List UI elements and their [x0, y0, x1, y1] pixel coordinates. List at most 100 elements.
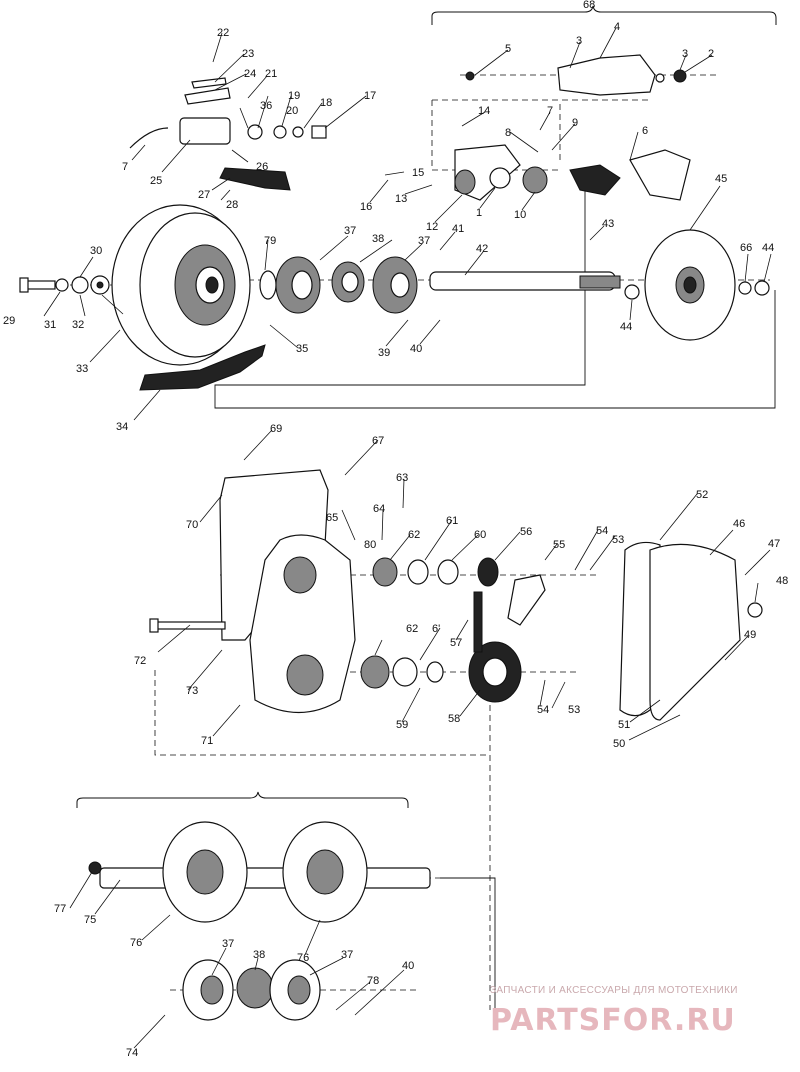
- callout-17: 17: [364, 90, 376, 102]
- callout-19: 19: [288, 90, 300, 102]
- callout-35: 35: [296, 343, 308, 355]
- callout-76-left: 76: [130, 937, 142, 949]
- track-drive-shaft: [99, 867, 431, 889]
- callout-62-lower: 62: [406, 623, 418, 635]
- callout-3-right: 3: [682, 48, 688, 60]
- pulley-bolt-stack: [19, 275, 110, 295]
- chaincase-bearings: [360, 557, 459, 689]
- callout-75: 75: [84, 914, 96, 926]
- cover-plug: [747, 602, 763, 618]
- sprocket-disc: [644, 229, 736, 341]
- callout-70: 70: [186, 519, 198, 531]
- callout-33: 33: [76, 363, 88, 375]
- callout-27: 27: [198, 189, 210, 201]
- callout-34: 34: [116, 421, 128, 433]
- callout-64: 64: [373, 503, 385, 515]
- callout-37-a: 37: [344, 225, 356, 237]
- chaincase-cover: [249, 534, 356, 714]
- callout-24: 24: [244, 68, 256, 80]
- chaincase-bolt: [149, 618, 226, 633]
- callout-54-upper: 54: [596, 525, 608, 537]
- callout-22: 22: [217, 27, 229, 39]
- callout-73: 73: [186, 685, 198, 697]
- callout-55: 55: [553, 539, 565, 551]
- callout-59: 59: [396, 719, 408, 731]
- cover-lower-bore: [286, 654, 324, 696]
- watermark: ЗАПЧАСТИ И АКСЕССУАРЫ ДЛЯ МОТОТЕХНИКИ PA…: [490, 985, 738, 1038]
- callout-2: 2: [708, 48, 714, 60]
- callout-48: 48: [776, 575, 788, 587]
- callout-12: 12: [426, 221, 438, 233]
- callout-23: 23: [242, 48, 254, 60]
- callout-36: 36: [260, 100, 272, 112]
- drive-belt: [139, 344, 266, 391]
- callout-7-lower: 7: [122, 161, 128, 173]
- end-bolt: [88, 861, 102, 875]
- callout-74: 74: [126, 1047, 138, 1059]
- callout-51: 51: [618, 719, 630, 731]
- brake-actuator: [129, 77, 327, 191]
- assembly-brace-drive: [76, 791, 409, 808]
- callout-32: 32: [72, 319, 84, 331]
- callout-14: 14: [478, 105, 490, 117]
- callout-29: 29: [3, 315, 15, 327]
- callout-30: 30: [90, 245, 102, 257]
- callout-53-lower: 53: [568, 704, 580, 716]
- assembly-brace-68: [431, 5, 777, 25]
- callout-40-a: 40: [410, 343, 422, 355]
- track-sprocket-right: [282, 821, 368, 923]
- callout-6-prime: 6': [432, 623, 440, 635]
- callout-21: 21: [265, 68, 277, 80]
- callout-40-b: 40: [402, 960, 414, 972]
- callout-37-b: 37: [418, 235, 430, 247]
- callout-13: 13: [395, 193, 407, 205]
- callout-44-right: 44: [762, 242, 774, 254]
- callout-26: 26: [256, 161, 268, 173]
- callout-37-c: 37: [222, 938, 234, 950]
- callout-31: 31: [44, 319, 56, 331]
- callout-42: 42: [476, 243, 488, 255]
- callout-65: 65: [326, 512, 338, 524]
- callout-72: 72: [134, 655, 146, 667]
- callout-60: 60: [474, 529, 486, 541]
- callout-20: 20: [286, 105, 298, 117]
- callout-71: 71: [201, 735, 213, 747]
- callout-66: 66: [740, 242, 752, 254]
- chaincase-sprockets: [468, 557, 522, 703]
- callout-79: 79: [264, 235, 276, 247]
- callout-3-left: 3: [576, 35, 582, 47]
- callout-7-upper: 7: [547, 105, 553, 117]
- callout-18: 18: [320, 97, 332, 109]
- callout-63: 63: [396, 472, 408, 484]
- callout-46: 46: [733, 518, 745, 530]
- callout-68: 68: [583, 0, 595, 11]
- callout-52: 52: [696, 489, 708, 501]
- callout-54-lower: 54: [537, 704, 549, 716]
- callout-76-right: 76: [297, 952, 309, 964]
- callout-10: 10: [514, 209, 526, 221]
- leader-lines: [43, 27, 772, 1049]
- watermark-tagline: ЗАПЧАСТИ И АКСЕССУАРЫ ДЛЯ МОТОТЕХНИКИ: [490, 985, 738, 996]
- callout-44-left: 44: [620, 321, 632, 333]
- chain-tensioner: [507, 574, 546, 626]
- callout-15: 15: [412, 167, 424, 179]
- callout-39: 39: [378, 347, 390, 359]
- callout-69: 69: [270, 423, 282, 435]
- callout-61: 61: [446, 515, 458, 527]
- callout-1: 1: [476, 207, 482, 219]
- callout-57: 57: [450, 637, 462, 649]
- callout-49: 49: [744, 629, 756, 641]
- callout-5: 5: [505, 43, 511, 55]
- outer-cover: [649, 543, 741, 721]
- jackshaft: [429, 271, 621, 291]
- cover-upper-bore: [283, 556, 317, 594]
- callout-25: 25: [150, 175, 162, 187]
- callout-38-b: 38: [253, 949, 265, 961]
- callout-37-d: 37: [341, 949, 353, 961]
- callout-78: 78: [367, 975, 379, 987]
- callout-50: 50: [613, 738, 625, 750]
- bracket-assembly: [454, 54, 691, 201]
- bearing-flanges-bottom: [182, 959, 321, 1021]
- end-washers: [624, 280, 770, 300]
